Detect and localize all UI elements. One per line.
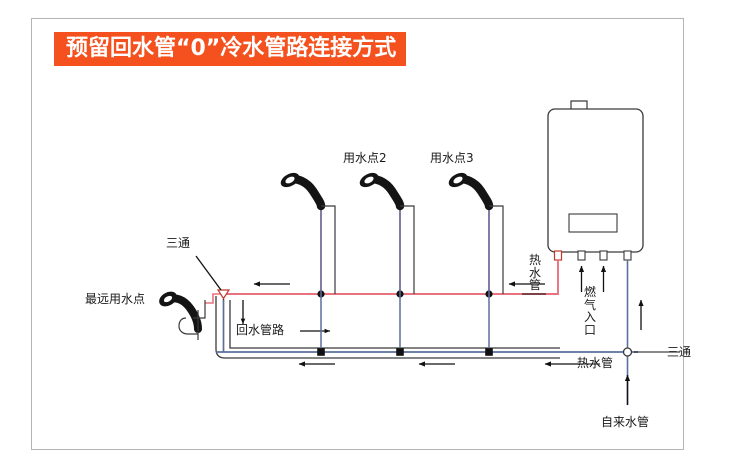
- port-hot-water-outlet: [553, 250, 563, 261]
- junction-square-point4: [485, 348, 493, 356]
- return-loop-outer: [215, 296, 560, 359]
- label-water-point-3: 用水点3: [430, 151, 474, 165]
- port-gas-inlet-2: [599, 250, 608, 261]
- label-hot-water-pipe-bottom: 热水管: [577, 356, 614, 370]
- fixture-water-point-2: [280, 172, 336, 294]
- hot-branch-farthest: [205, 293, 223, 304]
- fixture-farthest-point: [159, 291, 206, 340]
- port-gas-inlet-1: [577, 250, 586, 261]
- label-farthest-point: 最远用水点: [85, 292, 146, 306]
- label-water-point-2: 用水点2: [343, 151, 387, 165]
- leader-tee-left: [195, 255, 222, 291]
- label-return-pipe-route: 回水管路: [236, 323, 285, 337]
- flow-arrow-group: [253, 265, 644, 405]
- port-cold-water-inlet: [623, 250, 632, 261]
- return-loop-inner: [229, 300, 560, 349]
- junction-square-point3: [396, 348, 404, 356]
- leader-line-group: [195, 255, 680, 365]
- water-heater: [547, 100, 644, 261]
- label-tee-right-text: 三通: [667, 345, 692, 359]
- fixture-water-point-3: [359, 172, 415, 294]
- cold-water-pipe-network: [216, 206, 638, 405]
- page-title: 预留回水管“0”冷水管路连接方式: [54, 32, 407, 66]
- label-hot-water-pipe-heater: 热水管: [528, 253, 541, 293]
- fixture-water-point-4: [448, 172, 504, 294]
- hot-water-pipe-network: [205, 206, 559, 304]
- label-gas-inlet: 燃气入口: [583, 285, 596, 337]
- junction-square-point2: [317, 348, 325, 356]
- hot-water-main-line: [223, 260, 559, 295]
- tee-valve-right: [622, 347, 633, 357]
- label-tee-left: 三通: [166, 236, 191, 250]
- label-tap-water-pipe: 自来水管: [601, 415, 650, 429]
- heater-display-panel: [568, 213, 618, 233]
- heater-flue: [570, 100, 588, 109]
